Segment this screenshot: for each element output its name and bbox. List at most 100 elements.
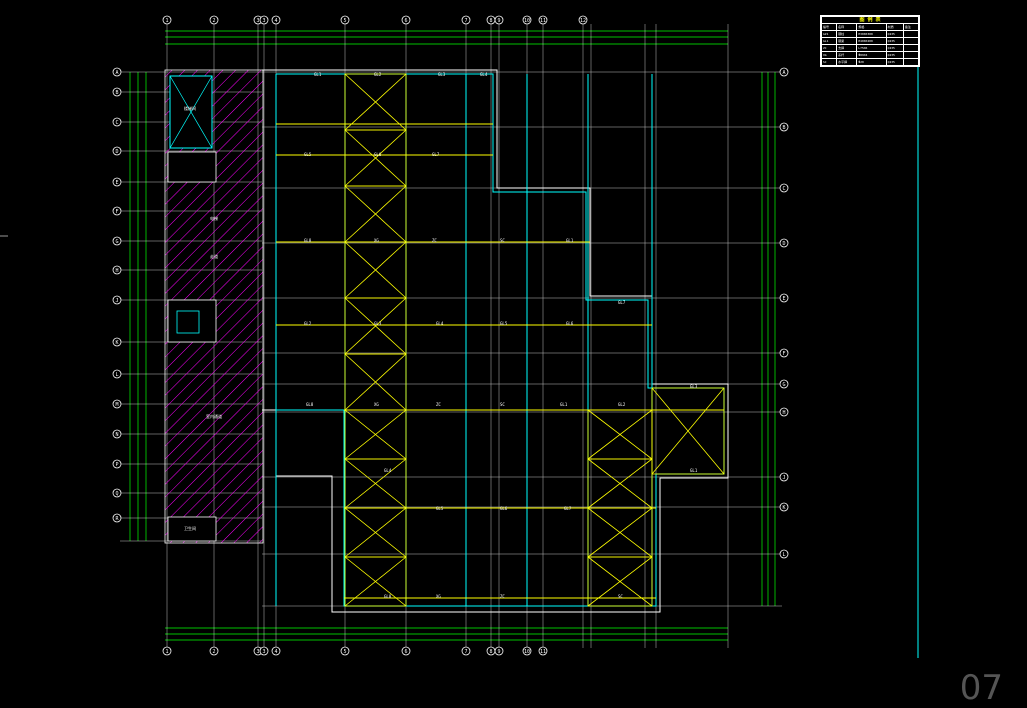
legend-cell: SC	[820, 58, 838, 66]
legend-header-cell: 材质	[885, 23, 904, 31]
svg-text:P: P	[115, 462, 118, 468]
beam-tag: XG	[436, 594, 441, 599]
svg-text:1: 1	[165, 18, 168, 24]
building-outline-inner	[275, 73, 725, 607]
axis-bubble-left: E	[112, 177, 122, 187]
axis-bubble-bottom: 4	[271, 646, 281, 656]
brace-bay-a1	[344, 129, 407, 187]
beam-tag: ZC	[500, 594, 505, 599]
beam-tag: GL3	[690, 384, 698, 389]
axis-bubble-bottom: 5	[340, 646, 350, 656]
axis-bubble-bottom: 9	[494, 646, 504, 656]
beam-tag: GL1	[314, 72, 322, 77]
svg-text:4: 4	[274, 18, 277, 24]
axis-bubble-bottom: 7	[461, 646, 471, 656]
bottom-dimension-lines	[165, 627, 728, 641]
svg-text:R: R	[115, 516, 119, 522]
axis-bubble-bottom: 3	[259, 646, 269, 656]
axis-bubble-top: 6	[401, 15, 411, 25]
legend-cell: GZ1	[820, 30, 838, 38]
svg-text:1: 1	[165, 649, 168, 655]
axis-bubble-top: 9	[494, 15, 504, 25]
axis-bubble-top: 11	[538, 15, 548, 25]
axis-bubble-right: K	[779, 502, 789, 512]
beam-tag: GL1	[560, 402, 568, 407]
axis-bubble-left: C	[112, 117, 122, 127]
beam-tag: GL2	[374, 72, 382, 77]
legend-cell: 水平撑	[836, 58, 858, 66]
svg-text:G: G	[782, 382, 785, 388]
beam-tag: GL8	[384, 594, 392, 599]
stair-box-bottom	[167, 516, 217, 542]
brace-bay-c1	[587, 458, 653, 509]
axis-bubble-right: L	[779, 549, 789, 559]
svg-text:3: 3	[262, 18, 265, 24]
legend-cell: H400X200	[856, 37, 887, 45]
axis-bubble-left: H	[112, 265, 122, 275]
svg-text:2: 2	[212, 18, 215, 24]
left-dimension-lines	[129, 72, 147, 541]
svg-text:M: M	[115, 402, 118, 408]
room-label: 楼梯间	[184, 105, 196, 111]
svg-text:12: 12	[580, 18, 586, 24]
axis-bubble-top: 7	[461, 15, 471, 25]
axis-bubble-bottom: 2	[209, 646, 219, 656]
beam-tag: GL7	[432, 152, 440, 157]
beam-tag: GL8	[304, 238, 312, 243]
beam-tag: GL6	[374, 152, 382, 157]
beam-tag: ZC	[432, 238, 437, 243]
stair-box-top	[167, 151, 217, 183]
svg-text:B: B	[115, 90, 118, 96]
svg-text:K: K	[782, 505, 785, 511]
brace-bay-a0	[344, 73, 407, 131]
axis-bubble-top: 12	[578, 15, 588, 25]
legend-cell	[902, 51, 920, 59]
legend-cell: Q235	[885, 30, 904, 38]
legend-cell: Q235	[885, 51, 904, 59]
brace-bay-b2	[344, 507, 407, 558]
svg-text:L: L	[782, 552, 785, 558]
legend-cell: Q235	[885, 58, 904, 66]
brace-bay-c2	[587, 507, 653, 558]
svg-text:6: 6	[404, 18, 407, 24]
brace-bay-b3	[344, 556, 407, 607]
brace-bay-c3	[587, 556, 653, 607]
legend-header-cell: 备注	[902, 23, 920, 31]
svg-text:3: 3	[256, 18, 259, 24]
beam-tag: XG	[374, 238, 379, 243]
room-label: 电梯	[210, 215, 218, 221]
svg-text:4: 4	[274, 649, 277, 655]
svg-text:11: 11	[540, 18, 546, 24]
legend-cell: Φ20	[856, 58, 887, 66]
brace-bay-c0	[587, 409, 653, 460]
beam-tag: GL4	[480, 72, 488, 77]
axis-bubble-bottom: 6	[401, 646, 411, 656]
legend-cell: 支撑	[836, 44, 858, 52]
svg-text:E: E	[782, 296, 785, 302]
top-dimension-lines	[165, 30, 728, 45]
beam-tag: GL3	[438, 72, 446, 77]
legend-header-cell: 规格	[856, 23, 887, 31]
svg-text:11: 11	[540, 649, 546, 655]
legend-cell: Q235	[885, 44, 904, 52]
svg-text:5: 5	[343, 18, 346, 24]
beam-tag: GL8	[306, 402, 314, 407]
svg-text:8: 8	[489, 18, 492, 24]
axis-bubble-left: M	[112, 399, 122, 409]
legend-cell	[902, 44, 920, 52]
beam-tag: GL1	[566, 238, 574, 243]
beam-tag: GL4	[436, 321, 444, 326]
svg-text:H: H	[115, 268, 118, 274]
beam-tag: GL6	[500, 506, 508, 511]
axis-bubble-top: 10	[522, 15, 532, 25]
beam-tag: ZC	[436, 402, 441, 407]
axis-bubble-right: H	[779, 407, 789, 417]
legend-cell: ZC	[820, 44, 838, 52]
building-outline	[262, 69, 729, 613]
axis-bubble-right: C	[779, 183, 789, 193]
legend-cell: 钢梁	[836, 37, 858, 45]
